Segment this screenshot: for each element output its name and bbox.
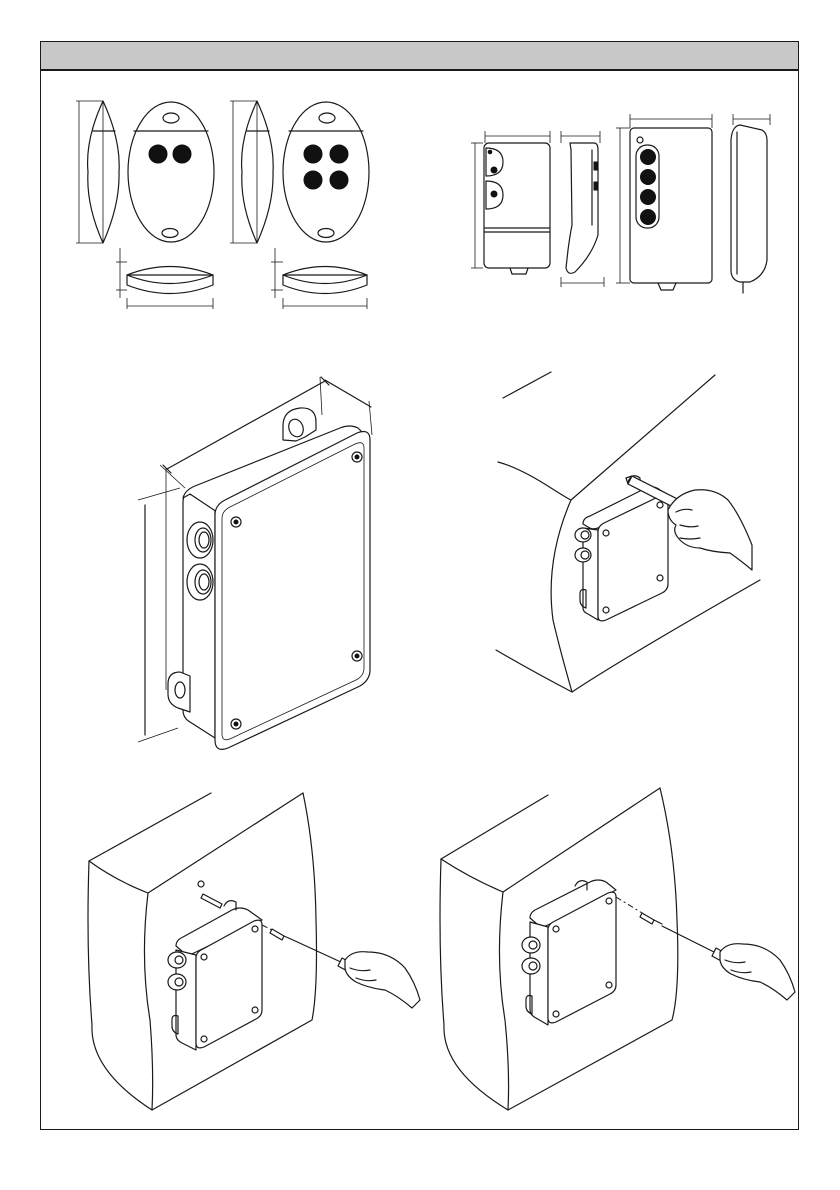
remote-rect-4-button-figure — [616, 114, 770, 293]
remote-rect-2-button-figure — [471, 131, 604, 287]
remote-oval-2-button-figure — [76, 101, 214, 309]
wall-fix-box-screw-figure — [440, 788, 795, 1110]
wall-insert-plug-screw-figure — [88, 793, 420, 1110]
wall-mark-drill-holes-figure — [496, 372, 760, 692]
control-box-dimensions-figure — [138, 377, 372, 749]
remote-oval-4-button-figure — [230, 101, 369, 309]
